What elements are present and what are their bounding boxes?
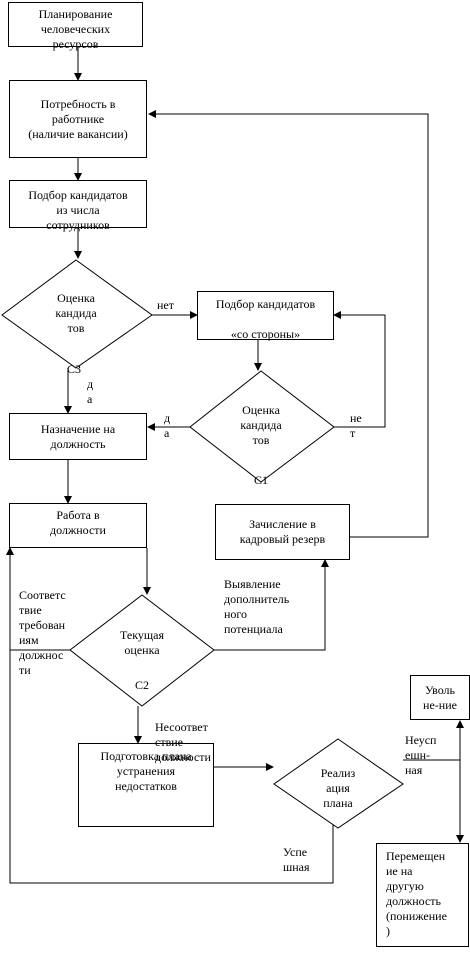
node-transfer-text: Перемещен ие на другую должность (пониже…	[386, 849, 447, 938]
edge-reserve-need	[148, 110, 429, 538]
node-appointment-text: Назначение на должность	[40, 421, 116, 451]
node-select-external-text: Подбор кандидатов «со стороны»	[215, 297, 316, 341]
node-planning-text: Планирование человеческих ресурсов	[38, 7, 113, 51]
decision-realization-text: Реализ ация плана	[320, 766, 356, 810]
node-transfer: Перемещен ие на другую должность (пониже…	[376, 843, 469, 947]
node-reserve: Зачисление в кадровый резерв	[215, 504, 350, 560]
label-conforms: Соответс твие требован иям должнос ти	[19, 588, 66, 677]
node-work-text: Работа в должности	[50, 507, 106, 537]
decision-c1-shape	[189, 370, 335, 483]
node-select-internal-text: Подбор кандидатов из числа сотрудников	[28, 187, 128, 232]
node-appointment: Назначение на должность	[9, 413, 147, 460]
label-unsuccessful: Неусп ешн- ная	[405, 733, 437, 777]
decision-c2-text: Текущая оценка	[120, 628, 164, 657]
label-no-c3: нет	[157, 298, 174, 312]
label-not-conforms: Несоответ ствие должности	[155, 720, 211, 764]
node-planning: Планирование человеческих ресурсов	[8, 2, 143, 51]
node-need-text: Потребность в работнике (наличие ваканси…	[28, 96, 128, 141]
decision-c1-code: С1	[253, 473, 268, 487]
decision-c1-text: Оценка кандида тов	[240, 403, 282, 447]
node-dismissal-text: Уволь не-ние	[423, 682, 457, 712]
node-select-internal: Подбор кандидатов из числа сотрудников	[9, 180, 147, 232]
label-yes-c1: д а	[164, 411, 171, 440]
label-successful: Успе шная	[283, 845, 310, 874]
label-yes-c3: д а	[87, 377, 94, 406]
decision-realization-shape	[273, 738, 404, 829]
node-dismissal: Уволь не-ние	[410, 675, 470, 720]
node-need: Потребность в работнике (наличие ваканси…	[9, 80, 147, 158]
edge-successful	[6, 547, 334, 884]
decision-c2-code: С2	[134, 678, 149, 692]
decision-c3-text: Оценка кандида тов	[55, 291, 97, 335]
node-plan-prep: Подготовка плана устранения недостатков	[78, 743, 214, 827]
edge-c2-potential	[214, 559, 329, 651]
label-potential: Выявление дополнитель ного потенциала	[224, 577, 290, 636]
node-reserve-text: Зачисление в кадровый резерв	[239, 517, 326, 546]
decision-c3-code: С3	[66, 362, 81, 376]
node-select-external: Подбор кандидатов «со стороны»	[197, 291, 334, 341]
label-no-c1: не т	[350, 411, 362, 440]
decision-c3-shape	[1, 259, 153, 369]
node-work: Работа в должности	[9, 503, 147, 548]
node-plan-prep-text: Подготовка плана устранения недостатков	[100, 748, 192, 793]
decision-c2-shape	[69, 594, 215, 707]
edge-c1-no	[333, 311, 386, 428]
